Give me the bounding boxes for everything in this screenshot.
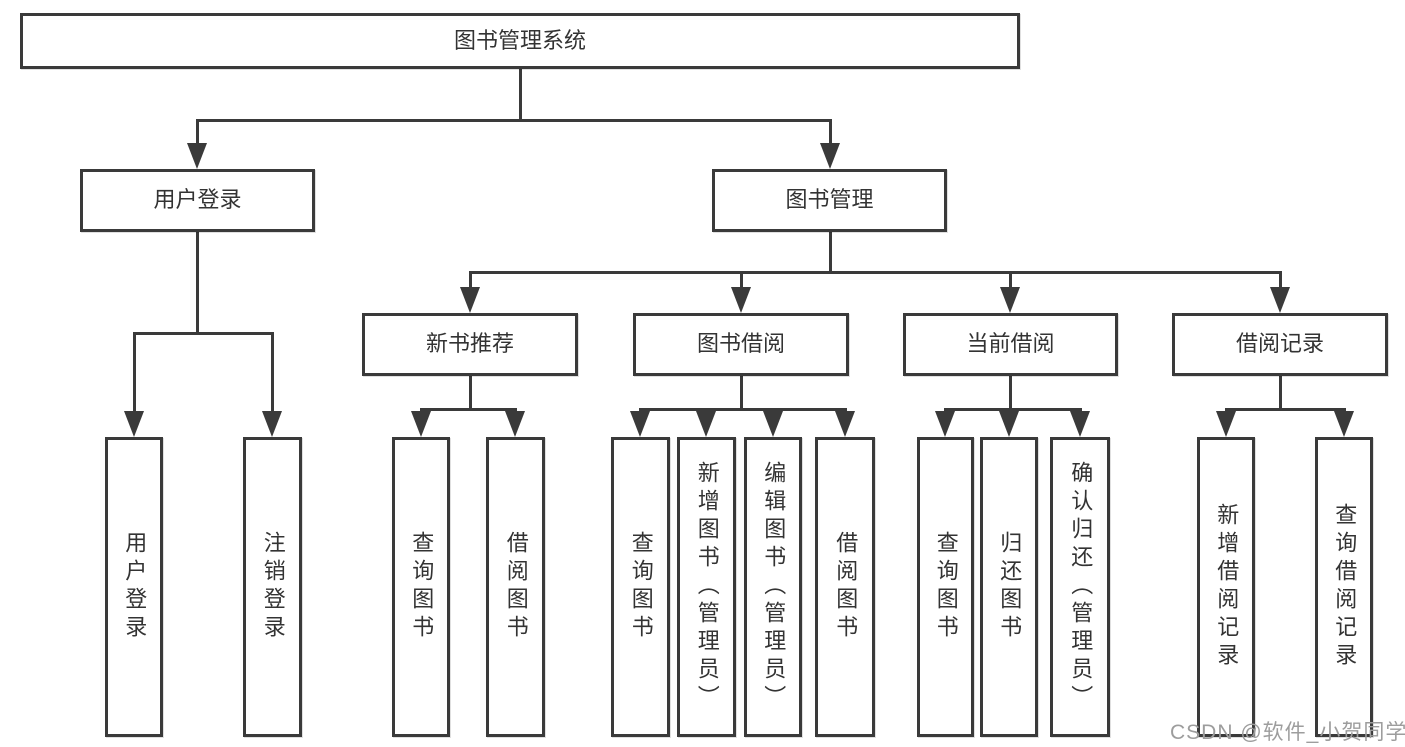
node-label: 注销登录 [260, 531, 286, 643]
node-leaf-query-book-1: 查询图书 [392, 437, 450, 737]
connector-hline [420, 408, 517, 411]
connector-vline [1279, 376, 1282, 411]
connector-vline [196, 120, 199, 147]
node-leaf-logout: 注销登录 [243, 437, 302, 737]
arrowhead-down-icon [505, 411, 525, 437]
connector-vline [469, 376, 472, 411]
node-label: 用户登录 [153, 187, 242, 213]
arrowhead-down-icon [999, 411, 1019, 437]
arrowhead-down-icon [820, 143, 840, 169]
arrowhead-down-icon [411, 411, 431, 437]
arrowhead-down-icon [460, 287, 480, 313]
arrowhead-down-icon [731, 287, 751, 313]
node-label: 编辑图书（管理员） [761, 461, 787, 713]
node-leaf-add-record: 新增借阅记录 [1197, 437, 1255, 737]
connector-hline [196, 119, 832, 122]
node-label: 查询借阅记录 [1332, 503, 1358, 671]
connector-vline [469, 272, 472, 290]
node-label: 归还图书 [997, 531, 1023, 643]
connector-hline [944, 408, 1082, 411]
connector-vline [133, 333, 136, 414]
arrowhead-down-icon [262, 411, 282, 437]
node-label: 查询图书 [628, 531, 654, 643]
node-label: 借阅图书 [833, 531, 859, 643]
arrowhead-down-icon [1334, 411, 1354, 437]
connector-vline [829, 120, 832, 147]
node-new-book-rec: 新书推荐 [362, 313, 578, 376]
arrowhead-down-icon [935, 411, 955, 437]
arrowhead-down-icon [835, 411, 855, 437]
arrowhead-down-icon [630, 411, 650, 437]
node-leaf-query-book-3: 查询图书 [917, 437, 974, 737]
node-current-borrow: 当前借阅 [903, 313, 1118, 376]
node-book-mgmt: 图书管理 [712, 169, 947, 232]
connector-vline [1009, 376, 1012, 411]
node-user-login: 用户登录 [80, 169, 315, 232]
node-leaf-query-record: 查询借阅记录 [1315, 437, 1373, 737]
node-label: 确认归还（管理员） [1068, 461, 1094, 713]
node-label: 借阅记录 [1235, 331, 1324, 357]
node-leaf-confirm-return: 确认归还（管理员） [1050, 437, 1110, 737]
arrowhead-down-icon [1070, 411, 1090, 437]
connector-hline [639, 408, 847, 411]
connector-vline [829, 232, 832, 274]
arrowhead-down-icon [1270, 287, 1290, 313]
connector-hline [133, 332, 274, 335]
node-label: 图书管理系统 [453, 27, 586, 53]
arrowhead-down-icon [696, 411, 716, 437]
node-label: 借阅图书 [503, 531, 529, 643]
watermark: CSDN @软件_小贺同学 [1170, 721, 1405, 744]
arrowhead-down-icon [763, 411, 783, 437]
node-label: 新增借阅记录 [1214, 503, 1240, 671]
node-leaf-borrow-book-2: 借阅图书 [815, 437, 875, 737]
connector-vline [740, 376, 743, 411]
connector-vline [271, 333, 274, 414]
arrowhead-down-icon [124, 411, 144, 437]
node-label: 查询图书 [933, 531, 959, 643]
connector-hline [469, 271, 1282, 274]
arrowhead-down-icon [1216, 411, 1236, 437]
node-label: 查询图书 [409, 531, 435, 643]
connector-vline [519, 69, 522, 121]
node-book-borrow: 图书借阅 [633, 313, 849, 376]
node-label: 新增图书（管理员） [694, 461, 720, 713]
connector-hline [1225, 408, 1346, 411]
node-leaf-edit-book: 编辑图书（管理员） [744, 437, 802, 737]
connector-vline [196, 232, 199, 334]
node-borrow-record: 借阅记录 [1172, 313, 1388, 376]
node-leaf-return-book: 归还图书 [980, 437, 1038, 737]
arrowhead-down-icon [1000, 287, 1020, 313]
node-label: 图书借阅 [696, 331, 785, 357]
node-leaf-query-book-2: 查询图书 [611, 437, 670, 737]
connector-vline [1009, 272, 1012, 290]
node-root: 图书管理系统 [20, 13, 1020, 69]
connector-vline [740, 272, 743, 290]
node-leaf-add-book: 新增图书（管理员） [677, 437, 736, 737]
node-label: 当前借阅 [966, 331, 1055, 357]
connector-vline [1279, 272, 1282, 290]
node-leaf-user-login: 用户登录 [105, 437, 163, 737]
node-label: 图书管理 [785, 187, 874, 213]
node-label: 新书推荐 [425, 331, 514, 357]
arrowhead-down-icon [187, 143, 207, 169]
node-label: 用户登录 [122, 531, 148, 643]
node-leaf-borrow-book-1: 借阅图书 [486, 437, 545, 737]
